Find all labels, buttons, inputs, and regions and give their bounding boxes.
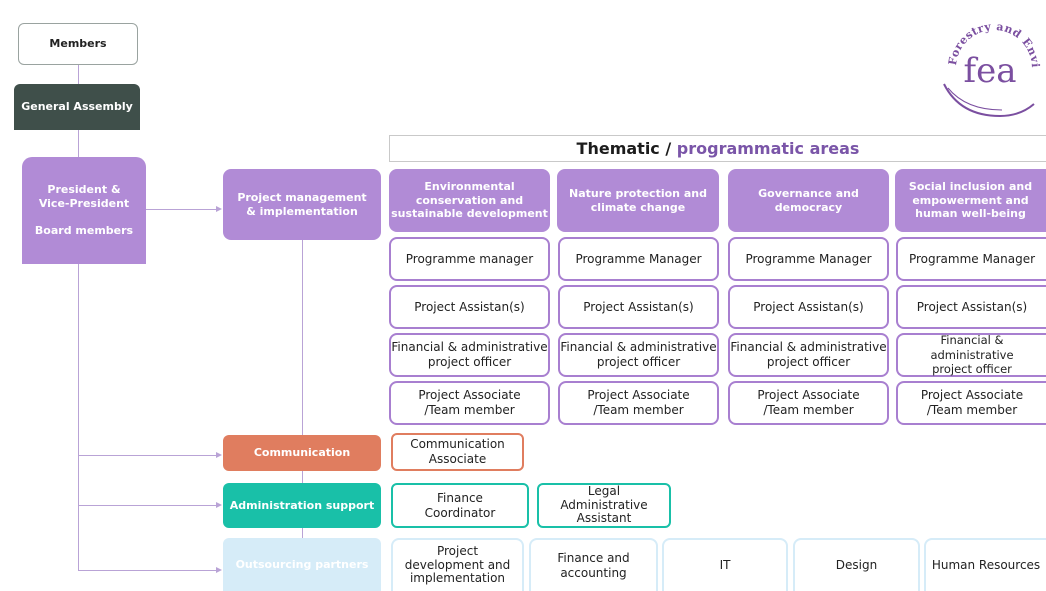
outsourcing-role-box: Finance and accounting <box>529 538 658 591</box>
outsourcing-role-box: IT <box>662 538 788 591</box>
connector-president-down <box>78 263 79 571</box>
members-box: Members <box>18 23 138 65</box>
outsourcing-role-box: Design <box>793 538 920 591</box>
role-box: Project Assistan(s) <box>389 285 550 329</box>
role-label: Programme Manager <box>745 251 872 266</box>
president-label: President & Vice-President <box>38 182 130 210</box>
outsourcing-role-box: Human Resources <box>924 538 1046 591</box>
area-title: Governance and democracy <box>758 186 859 214</box>
role-label: Project Assistan(s) <box>583 299 694 314</box>
connector-to-outsourcing <box>78 570 216 571</box>
role-label: Project Associate /Team member <box>757 388 860 417</box>
finance-coordinator-label: Finance Coordinator <box>424 490 496 520</box>
role-box: Project Associate /Team member <box>728 381 889 425</box>
president-box: President & Vice-President Board members <box>22 157 146 264</box>
fea-logo-text: fea <box>964 51 1017 91</box>
logo-swoosh-inner-icon <box>947 87 1003 111</box>
outsourcing-partners-box: Outsourcing partners <box>223 538 381 591</box>
area-header: Nature protection and climate change <box>557 169 719 232</box>
connector-to-communication <box>78 455 216 456</box>
connector-projmgmt-down <box>302 240 303 436</box>
role-label: Financial & administrative project offic… <box>930 333 1014 377</box>
area-title: Nature protection and climate change <box>569 186 707 214</box>
thematic-title-bold: Thematic / <box>576 138 672 158</box>
connector-president-projmgmt <box>146 209 216 210</box>
thematic-header: Thematic / programmatic areas <box>389 135 1046 162</box>
area-header: Social inclusion and empowerment and hum… <box>895 169 1046 232</box>
area-header: Environmental conservation and sustainab… <box>389 169 550 232</box>
administration-support-box: Administration support <box>223 483 381 528</box>
project-management-box: Project management & implementation <box>223 169 381 240</box>
role-label: Programme manager <box>405 251 534 266</box>
arrow-communication <box>216 452 222 458</box>
area-title: Social inclusion and empowerment and hum… <box>908 179 1033 221</box>
role-box: Financial & administrative project offic… <box>389 333 550 377</box>
outsourcing-role-label: IT <box>719 558 731 572</box>
communication-associate-label: Communication Associate <box>410 437 505 466</box>
communication-box: Communication <box>223 435 381 471</box>
thematic-title-rest: programmatic areas <box>676 138 860 158</box>
role-box: Project Associate /Team member <box>389 381 550 425</box>
area-title: Environmental conservation and sustainab… <box>391 179 548 221</box>
communication-associate-box: Communication Associate <box>391 433 524 471</box>
administration-support-label: Administration support <box>229 498 375 512</box>
connector-assembly-president <box>78 129 79 159</box>
connector-members-assembly <box>78 64 79 84</box>
role-label: Project Assistan(s) <box>916 299 1028 314</box>
role-box: Financial & administrative project offic… <box>558 333 719 377</box>
communication-label: Communication <box>253 446 351 460</box>
role-label: Project Assistan(s) <box>753 299 864 314</box>
role-label: Project Associate /Team member <box>920 388 1024 417</box>
role-label: Programme Manager <box>908 251 1036 266</box>
finance-coordinator-box: Finance Coordinator <box>391 483 529 528</box>
role-box: Programme manager <box>389 237 550 281</box>
role-label: Financial & administrative project offic… <box>391 340 548 369</box>
role-box: Programme Manager <box>558 237 719 281</box>
members-label: Members <box>49 37 107 51</box>
role-box: Financial & administrative project offic… <box>728 333 889 377</box>
role-box: Financial & administrative project offic… <box>896 333 1046 377</box>
outsourcing-role-label: Design <box>835 558 878 572</box>
role-label: Project Assistan(s) <box>414 299 525 314</box>
arrow-projmgmt <box>216 206 222 212</box>
outsourcing-role-label: Human Resources <box>931 558 1041 572</box>
arrow-admin <box>216 502 222 508</box>
fea-logo: Forestry and Environmental Action fea <box>924 0 1046 124</box>
general-assembly-label: General Assembly <box>21 100 133 114</box>
role-label: Programme Manager <box>575 251 702 266</box>
logo-swoosh-icon <box>943 83 1035 118</box>
role-box: Project Assistan(s) <box>896 285 1046 329</box>
role-label: Financial & administrative project offic… <box>560 340 717 369</box>
outsourcing-role-label: Project development and implementation <box>404 543 511 586</box>
fea-logo-graphic: Forestry and Environmental Action fea <box>924 0 1042 118</box>
role-label: Financial & administrative project offic… <box>730 340 887 369</box>
area-header: Governance and democracy <box>728 169 889 232</box>
role-label: Project Associate /Team member <box>587 388 690 417</box>
project-management-label: Project management & implementation <box>237 190 367 218</box>
legal-assistant-box: Legal Administrative Assistant <box>537 483 671 528</box>
connector-to-admin <box>78 505 216 506</box>
connector-comm-admin <box>302 471 303 483</box>
role-box: Project Assistan(s) <box>558 285 719 329</box>
role-box: Project Assistan(s) <box>728 285 889 329</box>
outsourcing-role-box: Project development and implementation <box>391 538 524 591</box>
role-label: Project Associate /Team member <box>418 388 521 417</box>
legal-assistant-label: Legal Administrative Assistant <box>560 483 648 526</box>
outsourcing-role-label: Finance and accounting <box>557 550 630 580</box>
connector-admin-outsourcing <box>302 528 303 538</box>
role-box: Project Associate /Team member <box>896 381 1046 425</box>
outsourcing-partners-label: Outsourcing partners <box>235 557 369 571</box>
role-box: Programme Manager <box>728 237 889 281</box>
board-members-label: Board members <box>34 224 134 238</box>
role-box: Programme Manager <box>896 237 1046 281</box>
role-box: Project Associate /Team member <box>558 381 719 425</box>
arrow-outsourcing <box>216 567 222 573</box>
general-assembly-box: General Assembly <box>14 84 140 130</box>
